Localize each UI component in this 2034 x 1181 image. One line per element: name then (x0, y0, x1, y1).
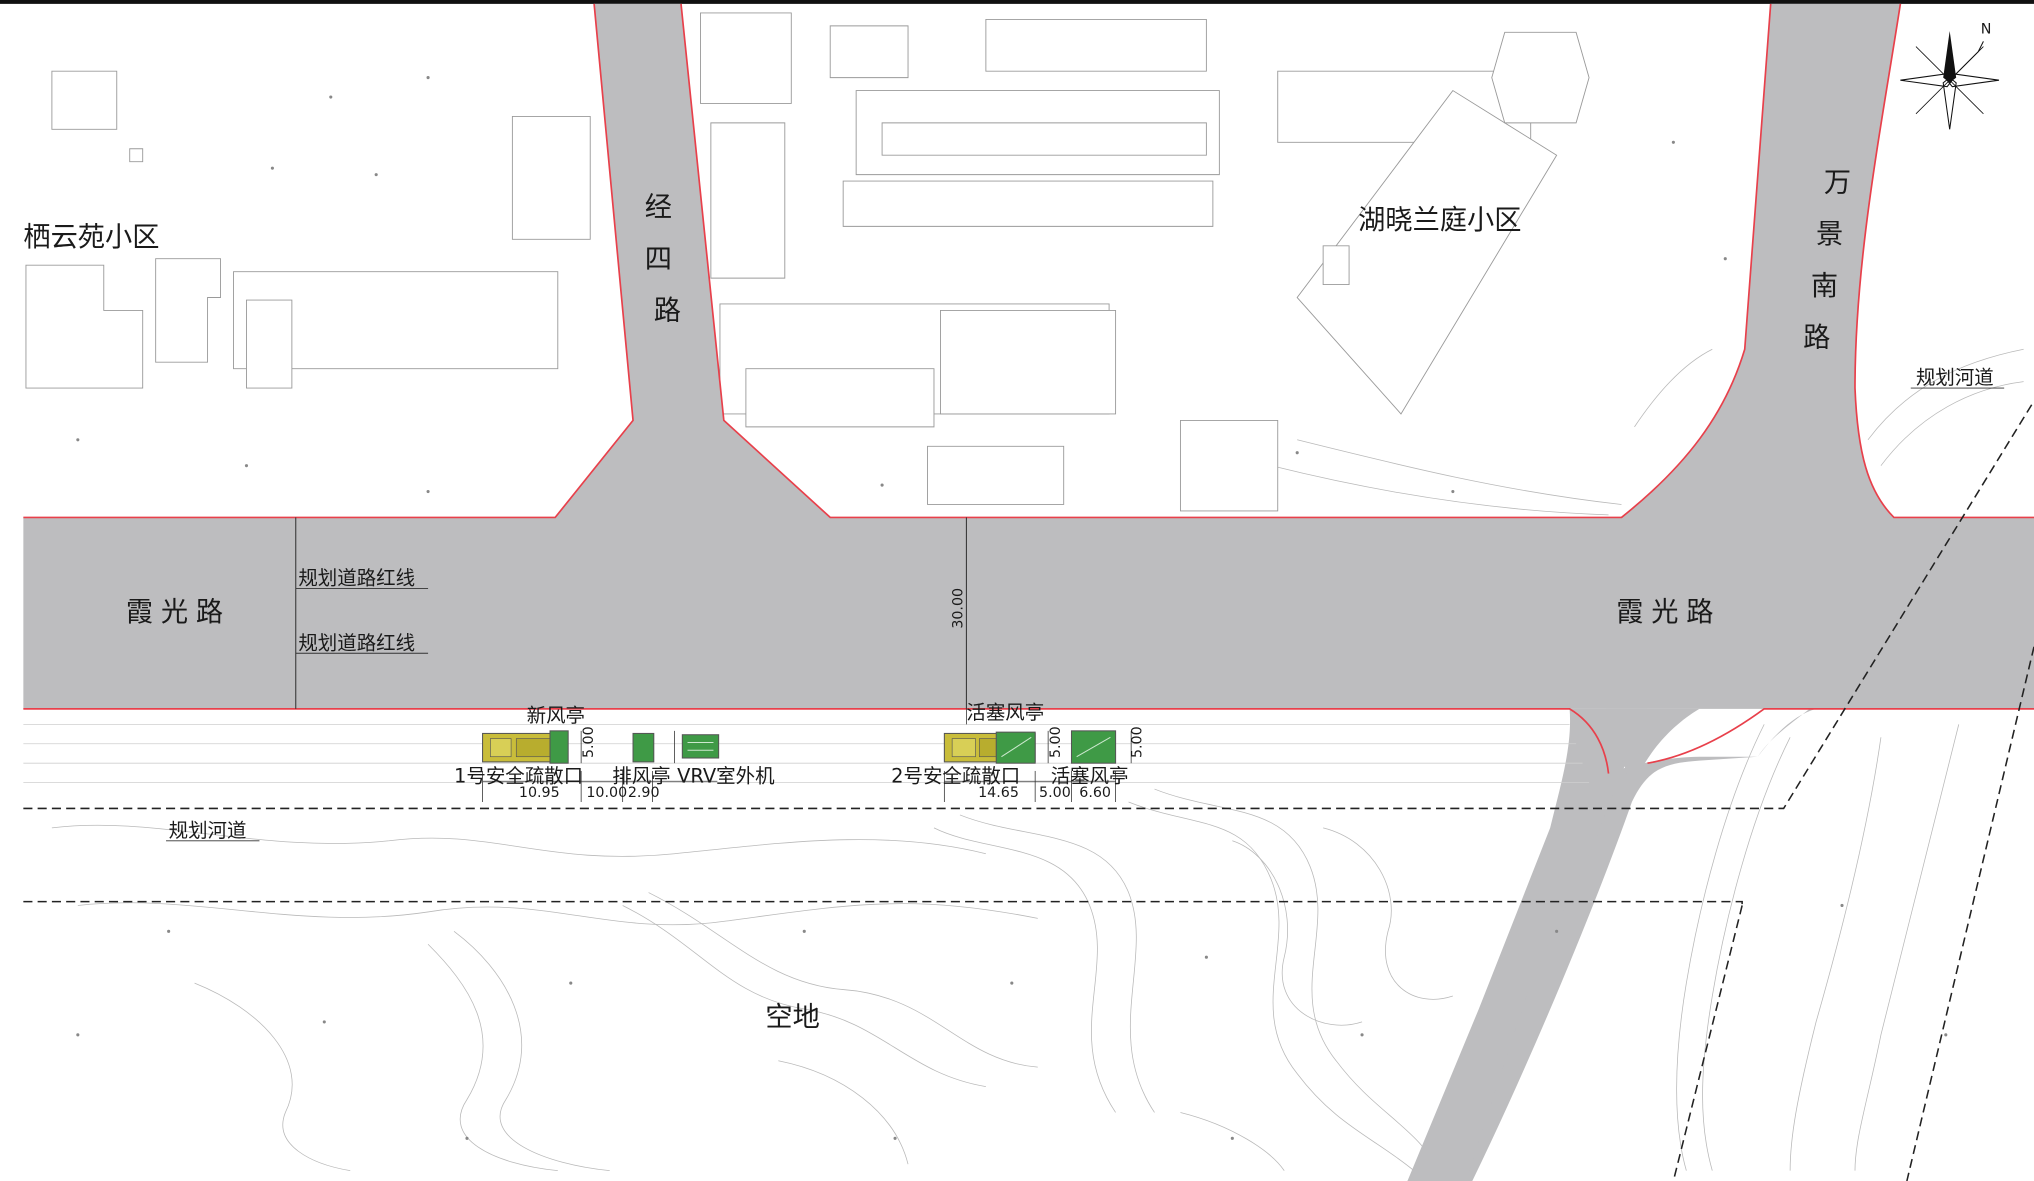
road-label-jingsi-2: 四 (645, 244, 672, 275)
dim-d6: 6.60 (1079, 785, 1111, 801)
label-river-east: 规划河道 (1916, 366, 1994, 389)
road-network (23, 3, 2034, 1181)
label-road-width: 30.00 (951, 588, 967, 629)
dim-d5: 5.00 (1039, 785, 1071, 801)
dim-d1: 10.95 (519, 785, 560, 801)
road-label-wanjing-2: 景 (1816, 219, 1843, 250)
top-border (0, 0, 2034, 4)
facility-exhaust-kiosk (632, 732, 655, 763)
buildings (25, 12, 1590, 512)
label-open-land: 空地 (765, 1002, 819, 1033)
label-red-line-1: 规划道路红线 (298, 567, 415, 590)
road-label-jingsi-1: 经 (645, 192, 672, 223)
facility-dimension-lines (482, 708, 1132, 802)
facility-exit2-and-piston (943, 730, 1117, 764)
facility-vrv-unit (681, 734, 720, 759)
dim-d3: 2.90 (628, 785, 660, 801)
dim-d4: 14.65 (978, 785, 1019, 801)
label-piston-kiosk-top: 活塞风亭 (966, 701, 1044, 724)
sidewalk-lines (23, 723, 1590, 783)
label-red-line-2: 规划道路红线 (298, 631, 415, 654)
label-fresh-air-kiosk: 新风亭 (527, 704, 585, 727)
svg-text:N: N (1981, 22, 1992, 38)
road-label-jingsi-3: 路 (654, 296, 681, 327)
label-huxiao: 湖晓兰庭小区 (1358, 205, 1521, 236)
road-label-wanjing-3: 南 (1811, 271, 1838, 302)
dim-h1: 5.00 (581, 726, 597, 758)
elevation-points (76, 76, 1948, 1140)
road-red-lines (23, 3, 2034, 774)
label-river-west: 规划河道 (169, 819, 247, 842)
dim-h2: 5.00 (1048, 726, 1064, 758)
label-exhaust-kiosk: 排风亭 (612, 765, 670, 788)
label-vrv: VRV室外机 (677, 765, 775, 788)
label-exit2: 2号安全疏散口 (891, 765, 1020, 788)
dim-d2: 10.00 (586, 785, 627, 801)
label-piston-kiosk-bottom: 活塞风亭 (1051, 765, 1129, 788)
contour-lines (51, 348, 2024, 1172)
road-label-xiaguang-east: 霞光路 (1616, 597, 1721, 628)
road-label-wanjing-4: 路 (1803, 323, 1830, 354)
facility-exit1-and-fresh-air (482, 730, 569, 764)
dim-h3: 5.00 (1130, 726, 1146, 758)
road-label-wanjing-1: 万 (1824, 167, 1851, 198)
label-qiyunyuan: 栖云苑小区 (23, 222, 159, 253)
north-arrow-icon: N (1900, 22, 2000, 130)
road-label-xiaguang-west: 霞光路 (126, 597, 231, 628)
planned-river-lines (23, 400, 2034, 1181)
label-exit1: 1号安全疏散口 (454, 765, 583, 788)
